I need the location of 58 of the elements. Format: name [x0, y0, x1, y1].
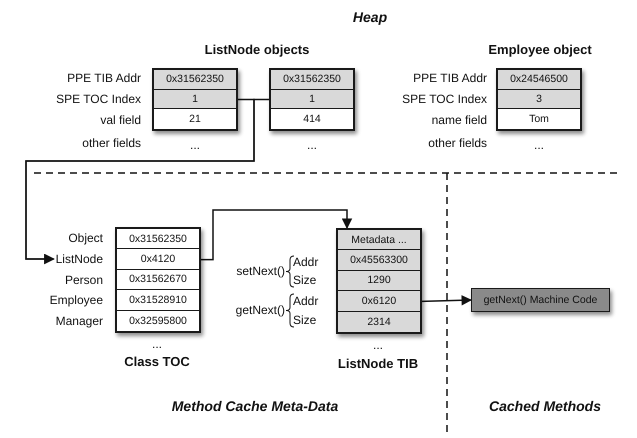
row-label: val field — [100, 113, 141, 127]
table-cell: Tom — [498, 109, 580, 129]
ellipsis: ... — [152, 337, 162, 351]
table-cell: 0x31528910 — [117, 290, 199, 311]
table-cell: 0x32595800 — [117, 310, 199, 331]
row-label: PPE TIB Addr — [67, 71, 141, 85]
table-cell: 0x24546500 — [498, 70, 580, 90]
table-cell: 0x31562670 — [117, 270, 199, 290]
row-label: getNext() — [236, 303, 285, 317]
row-label: Employee — [50, 293, 103, 307]
memory-table — [152, 68, 238, 131]
table-cell: 0x31562350 — [117, 229, 199, 250]
row-label: SPE TOC Index — [56, 92, 141, 106]
row-label: Addr — [293, 255, 318, 269]
table-cell: 0x6120 — [338, 291, 420, 312]
row-label: setNext() — [236, 264, 285, 278]
ellipsis: ... — [373, 338, 383, 352]
table-cell: 1290 — [338, 270, 420, 292]
row-label: ListNode — [56, 252, 103, 266]
table-cell: 0x4120 — [117, 249, 199, 270]
ellipsis: ... — [307, 138, 317, 152]
table-cell: Metadata ... — [338, 230, 420, 250]
section-title: Cached Methods — [489, 399, 601, 413]
memory-table — [269, 68, 355, 131]
table-cell: 1 — [271, 90, 353, 110]
table-cell: 0x45563300 — [338, 250, 420, 271]
table-cell: 1 — [154, 90, 236, 110]
row-label: SPE TOC Index — [402, 92, 487, 106]
memory-table — [336, 228, 422, 334]
table-cell: 21 — [154, 109, 236, 129]
section-title: Method Cache Meta-Data — [172, 399, 338, 413]
table-title: Employee object — [488, 43, 592, 57]
section-title: Heap — [352, 10, 388, 24]
ellipsis: ... — [190, 138, 200, 152]
row-label: Addr — [293, 294, 318, 308]
arrow — [201, 209, 352, 260]
row-label: Size — [293, 313, 316, 327]
row-label: Manager — [56, 314, 103, 328]
table-title: ListNode objects — [204, 43, 310, 57]
arrow — [422, 295, 472, 306]
table-title: Class TOC — [124, 355, 190, 369]
row-label: Person — [64, 273, 103, 287]
row-label: other fields — [82, 136, 141, 150]
row-label: other fields — [428, 136, 487, 150]
table-cell: 3 — [498, 90, 580, 110]
memory-table — [496, 68, 582, 131]
row-label: Size — [293, 273, 316, 287]
row-label: Object — [68, 231, 103, 245]
memory-table — [115, 227, 201, 333]
ellipsis: ... — [534, 138, 544, 152]
table-cell: 414 — [271, 109, 353, 129]
row-label: name field — [432, 113, 487, 127]
code-block: getNext() Machine Code — [471, 288, 610, 312]
row-label: PPE TIB Addr — [413, 71, 487, 85]
table-title: ListNode TIB — [338, 357, 418, 371]
table-cell: 0x31562350 — [271, 70, 353, 90]
table-cell: 2314 — [338, 312, 420, 332]
table-cell: 0x31562350 — [154, 70, 236, 90]
